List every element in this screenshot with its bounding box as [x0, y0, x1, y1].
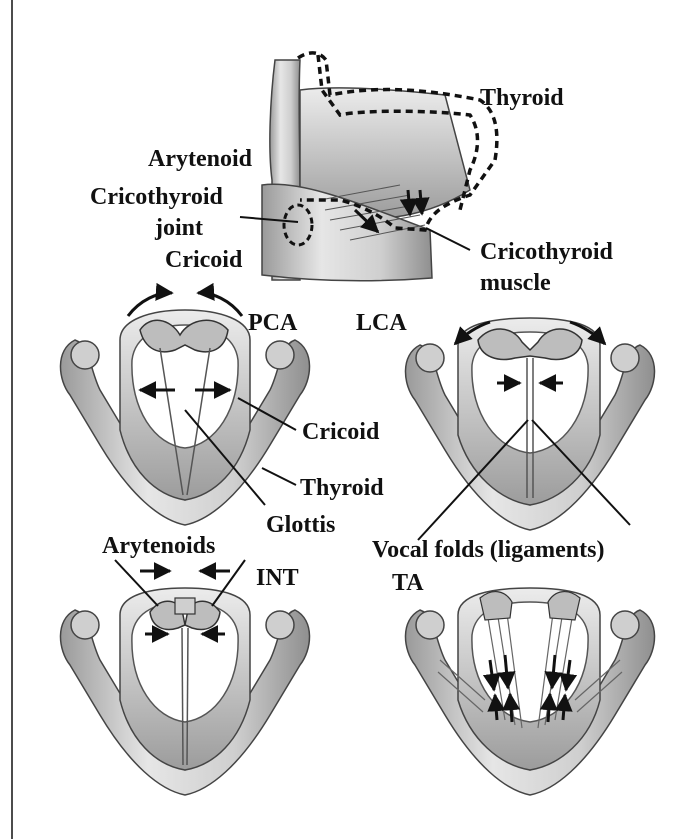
ta-superior-view: [405, 588, 654, 795]
muscle-arrow: [420, 190, 422, 214]
leader-line: [426, 228, 470, 250]
label-cricothyroid-muscle-2: muscle: [480, 271, 551, 295]
label-ta: TA: [392, 571, 424, 595]
label-int: INT: [256, 566, 299, 590]
label-thyroid-top: Thyroid: [480, 86, 564, 110]
label-cricothyroid-joint-1: Cricothyroid: [90, 185, 223, 209]
label-cricoid-mid: Cricoid: [302, 420, 379, 444]
label-cricothyroid-muscle-1: Cricothyroid: [480, 240, 613, 264]
label-thyroid-mid: Thyroid: [300, 476, 384, 500]
label-cricothyroid-joint-2: joint: [155, 216, 203, 240]
int-superior-view: [60, 560, 309, 795]
label-cricoid-top: Cricoid: [165, 248, 242, 272]
label-vocal-folds: Vocal folds (ligaments): [372, 538, 604, 562]
label-arytenoids: Arytenoids: [102, 534, 215, 558]
lateral-larynx-view: [240, 53, 497, 281]
label-lca: LCA: [356, 311, 407, 335]
label-arytenoid: Arytenoid: [148, 147, 252, 171]
label-glottis: Glottis: [266, 513, 335, 537]
label-pca: PCA: [248, 311, 297, 335]
muscle-arrow: [408, 190, 410, 215]
lca-superior-view: [405, 318, 654, 540]
